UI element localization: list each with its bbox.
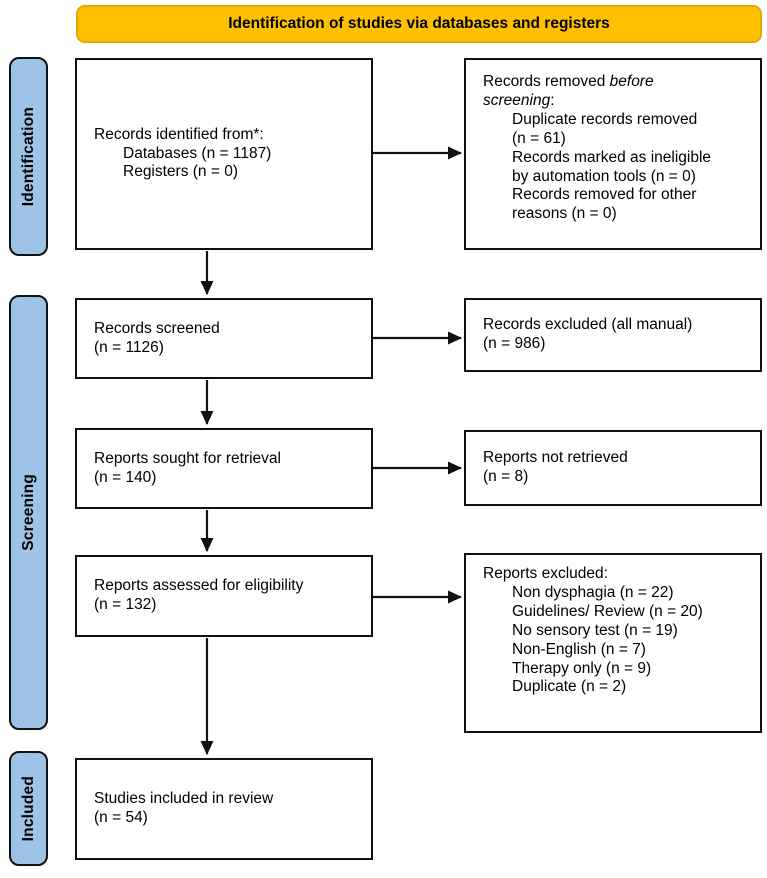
box-text-line: Registers (n = 0) <box>123 163 239 181</box>
box-text-line: Records removed for other <box>512 186 697 204</box>
box-text-line: Non dysphagia (n = 22) <box>512 583 674 601</box>
box-studies-included-in-review: Studies included in review(n = 54) <box>75 758 373 860</box>
box-reports-sought-for-retrieval: Reports sought for retrieval(n = 140) <box>75 428 373 509</box>
stage-included-text: Included <box>19 775 37 842</box>
box-text-line: Records excluded (all manual) <box>483 316 693 334</box>
box-text-line: (n = 8) <box>483 468 529 485</box>
box-text-line: Non-English (n = 7) <box>512 640 646 658</box>
box-text-line: Guidelines/ Review (n = 20) <box>512 602 703 620</box>
box-records-excluded: Records excluded (all manual)(n = 986) <box>464 298 762 372</box>
stage-label-included: Included <box>9 751 48 866</box>
box-records-identified: Records identified from*:Databases (n = … <box>75 58 373 250</box>
box-text-line: Databases (n = 1187) <box>123 144 272 162</box>
box-text-line: Duplicate records removed <box>512 110 698 128</box>
box-text-line: (n = 1126) <box>94 338 164 356</box>
box-text-line: Studies included in review <box>94 790 274 808</box>
box-text-line: reasons (n = 0) <box>512 205 617 223</box>
box-text-line: Records screened <box>94 319 220 337</box>
box-text-line: No sensory test (n = 19) <box>512 621 678 639</box>
box-text-line: Records marked as ineligible <box>512 148 712 166</box>
box-records-screened: Records screened(n = 1126) <box>75 298 373 379</box>
box-text-line: (n = 54) <box>94 809 148 826</box>
header-title: Identification of studies via databases … <box>228 15 610 32</box>
box-text-line: Reports excluded: <box>483 565 608 582</box>
box-text-line: by automation tools (n = 0) <box>512 167 696 185</box>
box-text-line: (n = 61) <box>512 129 566 147</box>
stage-label-identification: Identification <box>9 57 48 256</box>
stage-screening-text: Screening <box>19 474 37 551</box>
box-text-line: Reports assessed for eligibility <box>94 577 304 595</box>
box-text-line: Reports sought for retrieval <box>94 449 281 467</box>
box-text-line: (n = 986) <box>483 335 546 352</box>
box-reports-not-retrieved: Reports not retrieved(n = 8) <box>464 430 762 506</box>
stage-label-screening: Screening <box>9 295 48 730</box>
box-text-line: Records removed before <box>483 73 654 90</box>
header-banner: Identification of studies via databases … <box>76 5 762 43</box>
box-reports-assessed-for-eligibility: Reports assessed for eligibility(n = 132… <box>75 555 373 637</box>
box-text-line: Therapy only (n = 9) <box>512 659 652 677</box>
box-reports-excluded: Reports excluded:Non dysphagia (n = 22)G… <box>464 553 762 733</box>
box-text-line: screening: <box>483 91 555 109</box>
box-text-line: Duplicate (n = 2) <box>512 678 627 696</box>
stage-identification-text: Identification <box>19 106 37 207</box>
box-text-line: Reports not retrieved <box>483 449 628 467</box>
box-text-line: (n = 140) <box>94 468 157 486</box>
box-text-line: (n = 132) <box>94 596 157 613</box>
box-text-line: Records identified from*: <box>94 125 264 143</box>
